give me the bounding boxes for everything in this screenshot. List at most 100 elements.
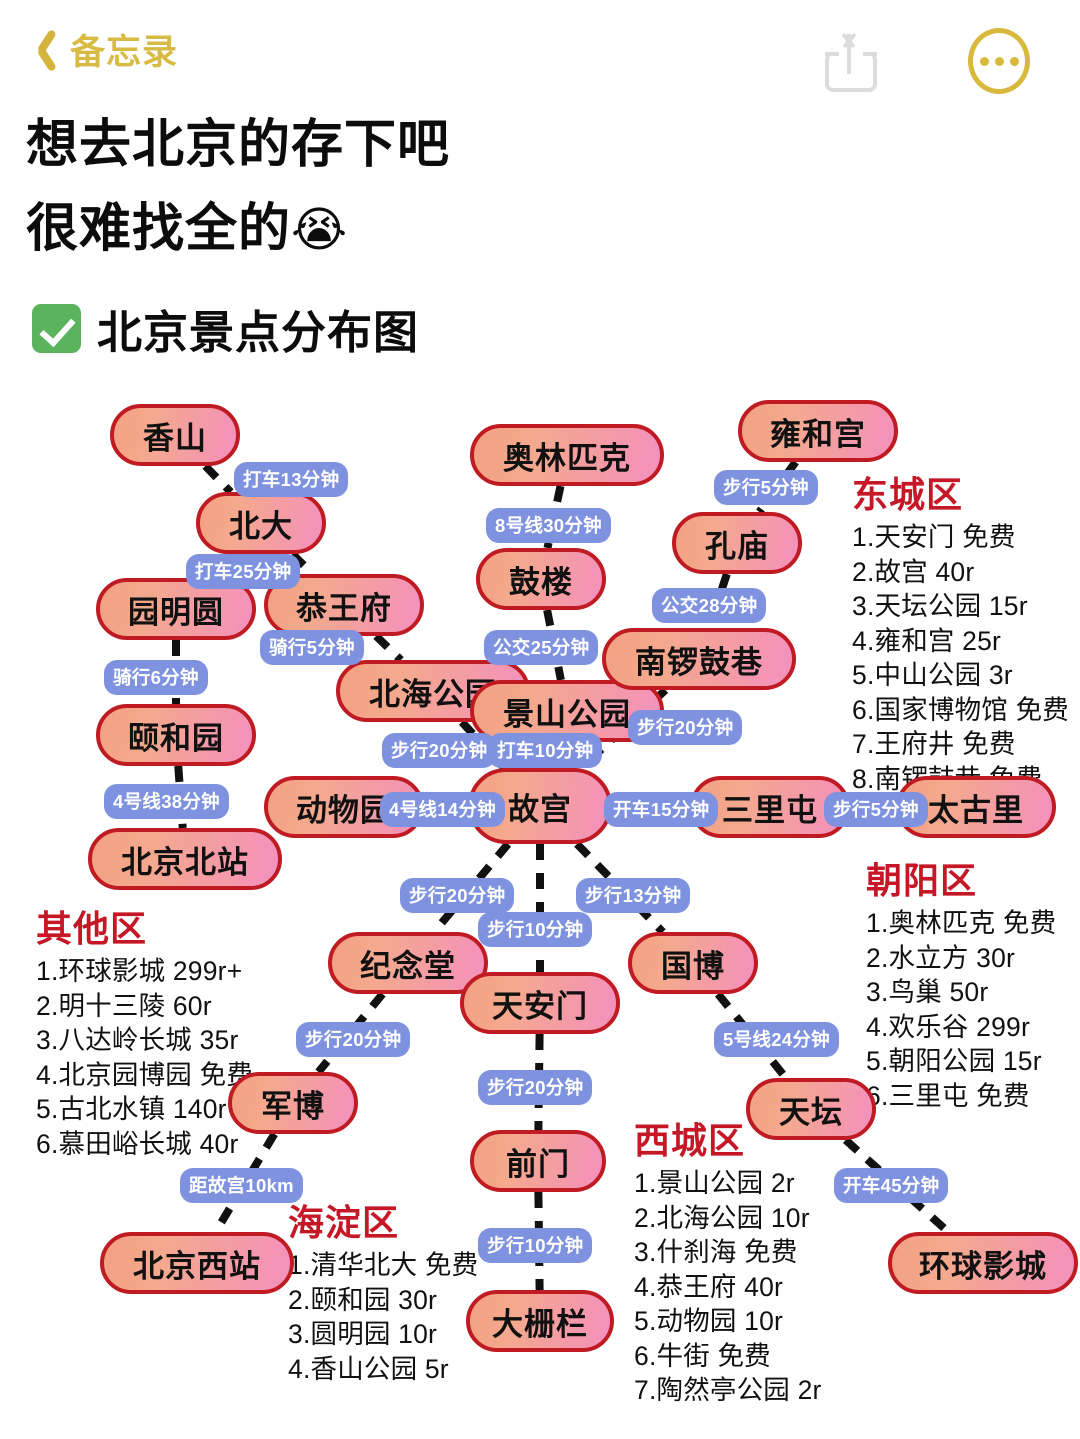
district-list-item: 3.八达岭长城 35r <box>36 1025 239 1056</box>
map-node-dashilan[interactable]: 大栅栏 <box>466 1290 614 1352</box>
map-edge-label-jingshan-to-gugong: 打车10分钟 <box>488 733 603 768</box>
map-node-huanqiuyingcheng[interactable]: 环球影城 <box>888 1232 1078 1294</box>
district-list-item: 4.北京园博园 免费 <box>36 1059 253 1090</box>
map-node-label: 故宫 <box>508 791 572 827</box>
map-node-label: 北京西站 <box>133 1248 261 1284</box>
map-edge-label-junbo-to-beijingxizhan: 距故宫10km <box>180 1168 303 1203</box>
district-list-item: 1.环球影城 299r+ <box>36 956 243 986</box>
district-list-item: 4.香山公园 5r <box>288 1353 449 1384</box>
map-node-label: 恭王府 <box>296 590 392 626</box>
map-edge-label-gugong-to-tiananmen: 步行10分钟 <box>478 912 593 947</box>
map-node-tiananmen[interactable]: 天安门 <box>460 972 620 1034</box>
back-button[interactable]: 备忘录 <box>26 24 178 75</box>
map-edge-label-qianmen-to-dashilan: 步行10分钟 <box>478 1228 593 1263</box>
map-node-tiantan[interactable]: 天坛 <box>746 1078 876 1140</box>
district-title-dongcheng: 东城区 <box>852 474 964 515</box>
map-node-nanluoguxiang[interactable]: 南锣鼓巷 <box>602 628 796 690</box>
map-node-label: 孔庙 <box>705 528 769 564</box>
map-edge-label-yuanmingyuan-to-yiheyuan: 骑行6分钟 <box>104 660 208 695</box>
map-edge-label-gulou-to-jingshan: 公交25分钟 <box>484 630 599 665</box>
district-list-item: 6.国家博物馆 免费 <box>852 694 1069 725</box>
map-edge-label-yonghegong-to-kongmiao: 步行5分钟 <box>714 470 818 505</box>
map-node-label: 环球影城 <box>919 1248 1047 1284</box>
map-node-label: 南锣鼓巷 <box>635 644 763 680</box>
district-list-item: 2.故宫 40r <box>852 556 975 587</box>
check-mark-icon <box>32 304 81 353</box>
district-list-item: 2.水立方 30r <box>866 942 1016 973</box>
map-edge-label-gugong-to-guobo: 步行13分钟 <box>576 878 691 913</box>
map-node-label: 国博 <box>661 948 725 984</box>
district-list-item: 1.景山公园 2r <box>634 1168 795 1198</box>
map-node-beijingxizhan[interactable]: 北京西站 <box>100 1232 294 1294</box>
map-node-label: 颐和园 <box>128 720 224 756</box>
map-edge-label-sanlitun-to-taiguli: 步行5分钟 <box>824 792 928 827</box>
district-list-item: 7.王府井 免费 <box>852 729 1016 760</box>
district-list-item: 1.奥林匹克 免费 <box>866 908 1057 938</box>
map-node-beida[interactable]: 北大 <box>196 492 326 554</box>
map-node-label: 三里屯 <box>722 792 818 828</box>
district-list-item: 6.慕田峪长城 40r <box>36 1128 239 1159</box>
map-edge-label-beihaigongyuan-to-gugong: 步行20分钟 <box>382 733 497 768</box>
district-list-item: 2.颐和园 30r <box>288 1284 438 1315</box>
share-icon[interactable] <box>823 30 879 92</box>
map-edge-label-jinniantang-to-junbo: 步行20分钟 <box>296 1022 411 1057</box>
map-node-label: 纪念堂 <box>360 948 456 984</box>
back-label: 备忘录 <box>70 33 179 72</box>
map-node-label: 军博 <box>261 1088 325 1124</box>
map-node-xiangshan[interactable]: 香山 <box>110 404 240 466</box>
map-node-yiheyuan[interactable]: 颐和园 <box>96 704 256 766</box>
district-list-item: 5.中山公园 3r <box>852 660 1013 691</box>
district-list-item: 2.北海公园 10r <box>634 1202 810 1233</box>
district-title-xicheng: 西城区 <box>634 1120 746 1161</box>
district-list-item: 5.朝阳公园 15r <box>866 1046 1042 1077</box>
note-title-line-2: 很难找全的😭 <box>26 186 348 261</box>
map-node-label: 景山公园 <box>503 696 631 732</box>
map-node-guobo[interactable]: 国博 <box>628 932 758 994</box>
district-list-item: 6.牛街 免费 <box>634 1340 771 1371</box>
map-node-aolinpike[interactable]: 奥林匹克 <box>470 424 664 486</box>
map-node-jinniantang[interactable]: 纪念堂 <box>328 932 488 994</box>
map-edge-label-yiheyuan-to-beijingbeizhan: 4号线38分钟 <box>104 784 229 819</box>
section-heading: 北京景点分布图 <box>32 296 419 361</box>
map-node-label: 奥林匹克 <box>503 440 631 476</box>
map-node-kongmiao[interactable]: 孔庙 <box>672 512 802 574</box>
map-node-label: 园明圆 <box>128 594 224 630</box>
map-edge-label-gugong-to-sanlitun: 开车15分钟 <box>604 792 719 827</box>
map-edge-label-gugong-to-jinniantang: 步行20分钟 <box>400 878 515 913</box>
map-node-dongwuyuan[interactable]: 动物园 <box>264 776 424 838</box>
map-edge-label-kongmiao-to-nanluoguxiang: 公交28分钟 <box>652 588 767 623</box>
map-edge-junbo-to-beijingxizhan <box>212 1131 278 1235</box>
section-heading-label: 北京景点分布图 <box>97 307 420 358</box>
map-node-label: 雍和宫 <box>770 416 866 452</box>
district-title-haidian: 海淀区 <box>288 1202 400 1243</box>
map-node-yonghegong[interactable]: 雍和宫 <box>738 400 898 462</box>
district-list-item: 4.欢乐谷 299r <box>866 1011 1031 1042</box>
map-node-beijingbeizhan[interactable]: 北京北站 <box>88 828 282 890</box>
map-edge-label-xiangshan-to-beida: 打车13分钟 <box>234 462 349 497</box>
map-node-qianmen[interactable]: 前门 <box>470 1130 606 1192</box>
crying-face-emoji: 😭 <box>291 204 349 257</box>
map-node-label: 鼓楼 <box>509 564 573 600</box>
district-list-item: 3.什刹海 免费 <box>634 1237 798 1268</box>
map-node-label: 北大 <box>229 508 293 544</box>
district-list-item: 7.陶然亭公园 2r <box>634 1375 822 1406</box>
map-node-gulou[interactable]: 鼓楼 <box>476 548 606 610</box>
district-list-item: 2.明十三陵 60r <box>36 990 212 1021</box>
map-edge-label-dongwuyuan-to-gugong: 4号线14分钟 <box>380 792 505 827</box>
district-title-chaoyang: 朝阳区 <box>866 860 978 901</box>
district-list-item: 3.鸟巢 50r <box>866 977 989 1008</box>
map-edge-xiangshan-to-beida <box>202 463 234 495</box>
map-node-junbo[interactable]: 军博 <box>228 1072 358 1134</box>
map-node-label: 天坛 <box>779 1094 843 1130</box>
district-list-item: 1.清华北大 免费 <box>288 1250 479 1280</box>
more-ellipsis-icon[interactable] <box>968 28 1030 94</box>
